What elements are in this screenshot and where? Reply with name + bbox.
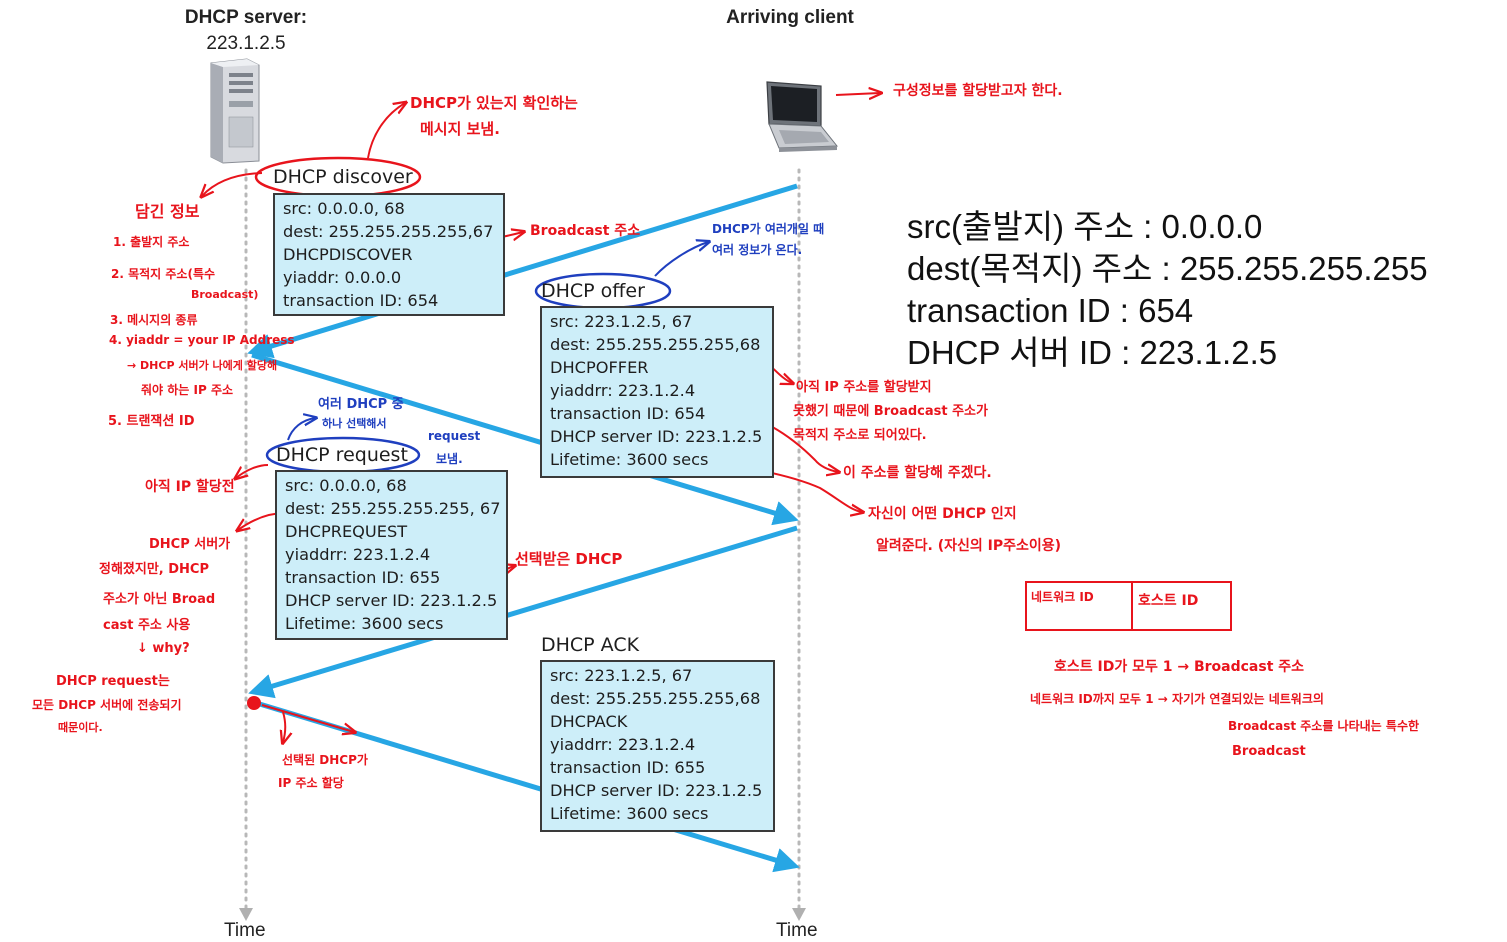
request-message-box: src: 0.0.0.0, 68 dest: 255.255.255.255, … — [275, 470, 508, 640]
msg-line: transaction ID: 655 — [550, 758, 706, 777]
note-assign-2: IP 주소 할당 — [278, 776, 344, 790]
request-title: DHCP request — [276, 444, 408, 466]
msg-line: src: 223.1.2.5, 67 — [550, 666, 693, 685]
discover-title: DHCP discover — [273, 166, 413, 188]
note-contents-4c: 줘야 하는 IP 주소 — [141, 383, 234, 397]
note-many-offers-1: DHCP가 여러개일 때 — [712, 222, 825, 236]
msg-line: dest: 255.255.255.255,67 — [283, 222, 494, 241]
msg-line: DHCP server ID: 223.1.2.5 — [550, 427, 763, 446]
msg-line: src: 0.0.0.0, 68 — [285, 476, 407, 495]
msg-line: transaction ID: 655 — [285, 568, 441, 587]
discover-message-box: src: 0.0.0.0, 68 dest: 255.255.255.255,6… — [273, 193, 505, 316]
note-no-ip-3: 목적지 주소로 되어있다. — [793, 428, 927, 443]
msg-line: DHCPDISCOVER — [283, 245, 413, 264]
note-choose-4: 보냄. — [436, 452, 463, 466]
note-why-1: DHCP 서버가 — [149, 537, 231, 552]
note-why-3: 주소가 아닌 Broad — [103, 592, 216, 607]
offer-title: DHCP offer — [541, 280, 645, 302]
note-selected-dhcp: 선택받은 DHCP — [515, 550, 623, 568]
msg-line: DHCPREQUEST — [285, 522, 408, 541]
note-which-dhcp-2: 알려준다. (자신의 IP주소이용) — [876, 538, 1062, 554]
msg-line: transaction ID: 654 — [550, 404, 706, 423]
server-icon — [210, 58, 260, 164]
note-contents-2: 2. 목적지 주소(특수 — [111, 267, 216, 281]
msg-line: src: 0.0.0.0, 68 — [283, 199, 405, 218]
msg-line: DHCPACK — [550, 712, 628, 731]
summary-line: dest(목적지) 주소 : 255.255.255.255 — [907, 250, 1428, 287]
note-discover-2: 메시지 보냄. — [420, 120, 500, 138]
note-broadcast-addr: Broadcast 주소 — [530, 223, 641, 239]
note-client-config: 구성정보를 할당받고자 한다. — [893, 83, 1063, 99]
note-contents-5: 5. 트랜잭션 ID — [108, 414, 195, 429]
summary-line: DHCP 서버 ID : 223.1.2.5 — [907, 334, 1278, 371]
msg-line: src: 223.1.2.5, 67 — [550, 312, 693, 331]
msg-line: DHCP server ID: 223.1.2.5 — [285, 591, 498, 610]
client-time-arrowhead — [792, 908, 806, 921]
note-network-id: 네트워크 ID — [1031, 590, 1094, 604]
note-contents-2b: Broadcast) — [191, 288, 259, 301]
note-no-ip-1: 아직 IP 주소를 할당받지 — [796, 380, 932, 395]
ack-title: DHCP ACK — [541, 634, 640, 656]
server-time-label: Time — [224, 920, 266, 941]
note-why-4: cast 주소 사용 — [103, 618, 191, 633]
note-why-2: 정해졌지만, DHCP — [99, 562, 210, 577]
client-time-label: Time — [776, 920, 818, 941]
discover-arrow — [247, 183, 798, 359]
note-reason-3: 때문이다. — [58, 721, 103, 734]
msg-line: yiaddrr: 223.1.2.4 — [285, 545, 431, 564]
server-ip: 223.1.2.5 — [206, 33, 286, 54]
note-choose-3: request — [428, 429, 481, 443]
note-contents-1: 1. 출발지 주소 — [113, 235, 190, 249]
note-before-ip: 아직 IP 할당전 — [145, 479, 235, 495]
msg-line: yiaddrr: 223.1.2.4 — [550, 735, 696, 754]
msg-line: Lifetime: 3600 secs — [550, 804, 709, 823]
note-assign-1: 선택된 DHCP가 — [282, 753, 368, 767]
msg-line: Lifetime: 3600 secs — [550, 450, 709, 469]
note-contents-4: 4. yiaddr = your IP Address — [109, 333, 295, 347]
note-no-ip-2: 못했기 때문에 Broadcast 주소가 — [793, 404, 988, 419]
note-many-offers-2: 여러 정보가 온다. — [712, 243, 803, 257]
msg-line: dest: 255.255.255.255,68 — [550, 335, 761, 354]
laptop-icon — [766, 81, 839, 152]
summary-block: src(출발지) 주소 : 0.0.0.0 dest(목적지) 주소 : 255… — [907, 206, 1428, 374]
note-reason-2: 모든 DHCP 서버에 전송되기 — [32, 698, 182, 712]
msg-line: DHCPOFFER — [550, 358, 649, 377]
note-net-all-ones: 네트워크 ID까지 모두 1 → 자기가 연결되있는 네트워크의 — [1030, 692, 1324, 706]
summary-line: src(출발지) 주소 : 0.0.0.0 — [907, 208, 1263, 245]
msg-line: dest: 255.255.255.255,68 — [550, 689, 761, 708]
server-time-arrowhead — [239, 908, 253, 921]
note-choose-2: 하나 선택해서 — [322, 417, 387, 430]
note-net-all-ones-3: Broadcast — [1232, 744, 1306, 759]
msg-line: yiaddrr: 223.1.2.4 — [550, 381, 696, 400]
note-discover-1: DHCP가 있는지 확인하는 — [410, 94, 578, 112]
offer-message-box: src: 223.1.2.5, 67 dest: 255.255.255.255… — [540, 306, 774, 478]
request-arrow — [248, 525, 798, 699]
ack-message-box: src: 223.1.2.5, 67 dest: 255.255.255.255… — [540, 660, 775, 832]
note-contents-4b: → DHCP 서버가 나에게 할당해 — [127, 359, 278, 372]
offer-arrow — [251, 352, 799, 526]
client-title: Arriving client — [726, 7, 854, 28]
note-choose-1: 여러 DHCP 중 — [318, 397, 404, 412]
request-received-dot — [247, 696, 261, 710]
note-why-5: ↓ why? — [137, 641, 190, 656]
note-which-dhcp-1: 자신이 어떤 DHCP 인지 — [868, 506, 1017, 522]
note-contents-3: 3. 메시지의 종류 — [110, 313, 198, 327]
summary-line: transaction ID : 654 — [907, 292, 1194, 329]
msg-line: yiaddr: 0.0.0.0 — [283, 268, 402, 287]
msg-line: DHCP server ID: 223.1.2.5 — [550, 781, 763, 800]
msg-line: Lifetime: 3600 secs — [285, 614, 444, 633]
note-net-all-ones-2: Broadcast 주소를 나타내는 특수한 — [1228, 719, 1420, 733]
note-host-id: 호스트 ID — [1138, 593, 1199, 609]
address-split-box — [1025, 581, 1232, 631]
note-host-all-ones: 호스트 ID가 모두 1 → Broadcast 주소 — [1054, 659, 1305, 675]
note-will-assign: 이 주소를 할당해 주겠다. — [843, 465, 992, 481]
server-title: DHCP server: — [184, 7, 308, 28]
msg-line: dest: 255.255.255.255, 67 — [285, 499, 501, 518]
note-contents-title: 담긴 정보 — [135, 202, 200, 221]
msg-line: transaction ID: 654 — [283, 291, 439, 310]
note-reason-1: DHCP request는 — [56, 674, 170, 689]
